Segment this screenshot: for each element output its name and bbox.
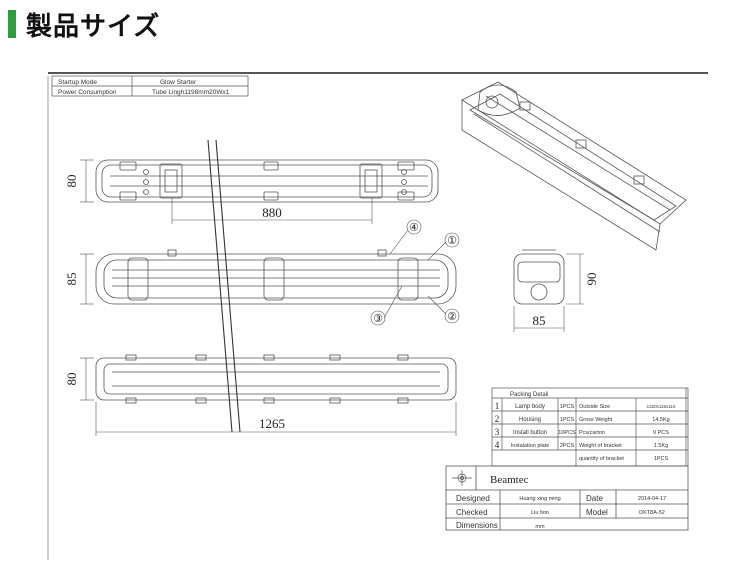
callout-2: ②: [447, 311, 457, 323]
title-block: [445, 465, 689, 531]
model-value: DKT8A-52: [639, 510, 665, 516]
packing-row-4-label: quantity of bracket: [579, 456, 624, 462]
isometric-view-drawing: [461, 81, 687, 251]
company-name: Beamtec: [490, 474, 529, 486]
packing-row-0-no: 1: [495, 401, 500, 411]
dim-side-height: 85: [64, 273, 79, 286]
packing-row-2-qty: 10PCS: [558, 430, 576, 436]
packing-row-0-value: 1320x115x110: [647, 404, 676, 409]
packing-row-1-qty: 1PCS: [560, 417, 575, 423]
packing-row-0-item: Lamp body: [515, 404, 545, 410]
checked-label: Checked: [456, 508, 488, 517]
packing-row-1-no: 2: [495, 414, 500, 424]
top-view-drawing: [95, 159, 439, 203]
sheet-top-border: [48, 72, 708, 74]
spec-row-1-label: Power Consumption: [58, 89, 117, 96]
dim-top-length: 880: [262, 205, 282, 220]
packing-row-2-label: Pcs/carton: [579, 430, 605, 436]
dim-bottom-width: 80: [64, 373, 79, 386]
bottom-view-dimension-lines: [80, 357, 457, 436]
spec-row-1-value: Tube Lingh1198mm20Wx1: [152, 89, 230, 96]
callout-1: ①: [447, 235, 457, 247]
dim-end-width: 85: [533, 313, 546, 328]
date-label: Date: [586, 494, 603, 503]
packing-title: Packing Detail: [510, 392, 548, 398]
packing-row-3-no: 4: [495, 440, 500, 450]
side-view-dimension-lines: [80, 253, 94, 305]
bottom-view-drawing: [95, 354, 457, 404]
spec-row-0-label: Startup Mode: [58, 79, 97, 86]
end-view-drawing: [513, 249, 565, 305]
heading-text: 製品サイズ: [26, 11, 161, 42]
packing-row-3-item: Instalation plate: [511, 443, 550, 449]
side-view-drawing: [95, 249, 457, 305]
packing-row-2-item: Install button: [513, 430, 547, 436]
dim-bottom-length: 1265: [259, 416, 285, 431]
top-view-dimension-lines: [80, 159, 373, 224]
packing-row-3-value: 1.5Kg: [654, 443, 668, 449]
dimensions-value: mm: [535, 524, 545, 530]
packing-row-0-qty: 1PCS: [560, 404, 575, 410]
spec-table: [51, 75, 249, 97]
designed-value: Huang xing ming: [519, 496, 560, 502]
packing-row-2-no: 3: [495, 427, 500, 437]
packing-row-4-value: 1PCS: [654, 456, 669, 462]
callout-3: ③: [373, 313, 383, 325]
checked-value: Liu tion: [531, 510, 549, 516]
packing-row-0-label: Outside Size: [579, 404, 610, 410]
model-label: Model: [586, 508, 608, 517]
end-view-dimension-lines: [513, 253, 584, 332]
packing-table: [491, 387, 689, 467]
callout-leaders: [370, 219, 460, 326]
break-lines: [207, 139, 241, 433]
packing-row-2-value: 9 PCS: [653, 430, 669, 436]
date-value: 2014-04-17: [638, 496, 666, 502]
page-heading: 製品サイズ: [8, 6, 160, 42]
packing-row-1-label: Gross Weight: [579, 417, 613, 423]
dim-top-width: 80: [64, 175, 79, 188]
heading-accent-bar: [8, 10, 16, 38]
dim-end-height: 90: [584, 273, 599, 286]
packing-row-1-item: Housing: [519, 417, 541, 423]
callout-4: ④: [409, 222, 419, 234]
projection-symbol-icon: [452, 470, 472, 486]
dimensions-label: Dimensions: [456, 521, 498, 530]
packing-row-3-qty: 2PCS: [560, 443, 575, 449]
spec-row-0-value: Glow Starter: [160, 79, 197, 86]
packing-row-1-value: 14.5Kg: [652, 417, 669, 423]
designed-label: Designed: [456, 494, 490, 503]
packing-row-3-label: Weight of bracket: [579, 443, 622, 449]
